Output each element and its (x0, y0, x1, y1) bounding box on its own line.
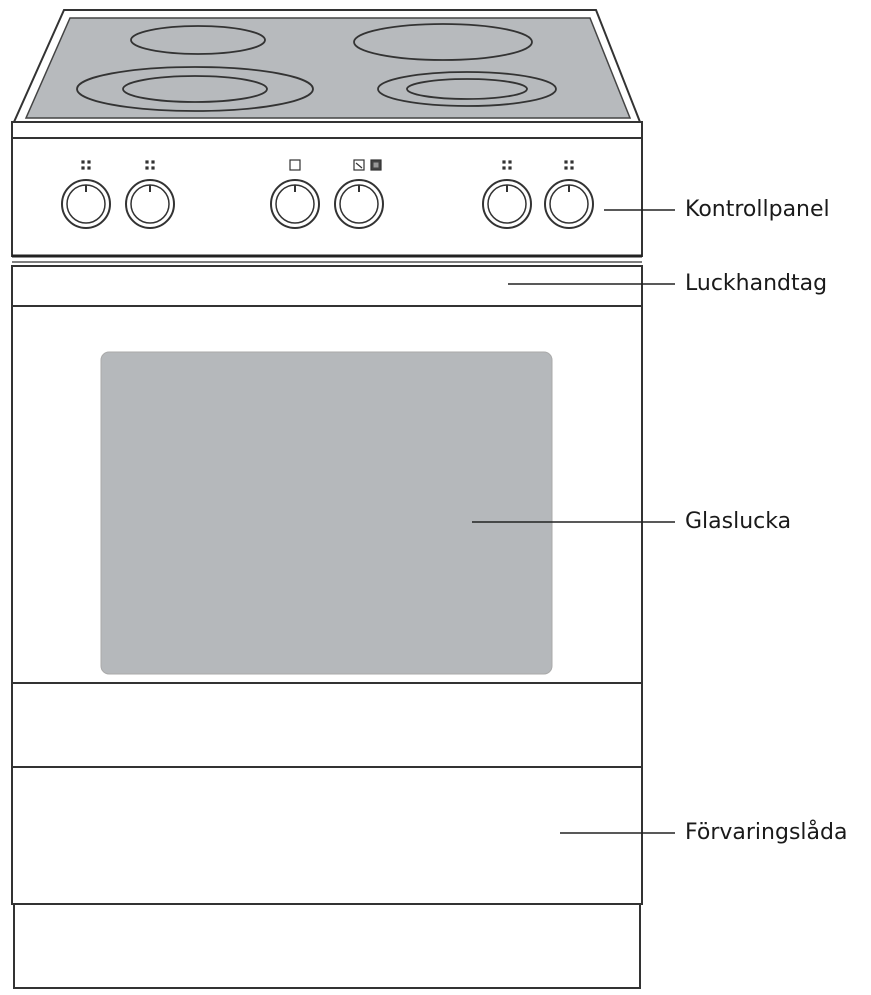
cooking-zone-front-right (377, 71, 557, 107)
control-panel (11, 137, 643, 263)
control-knob[interactable] (270, 179, 320, 229)
control-knob[interactable] (544, 179, 594, 229)
oven-door (11, 305, 643, 684)
dual-zone-icon (145, 160, 155, 170)
cooking-zone-front-right-inner (406, 78, 528, 100)
dual-zone-icon (564, 160, 574, 170)
oven-light-icon (289, 159, 301, 171)
dual-zone-icon (81, 160, 91, 170)
label-glass-door: Glaslucka (685, 509, 791, 534)
door-handle-bar (11, 265, 643, 307)
cooktop-front-edge (11, 121, 643, 139)
cooking-zone-front-left-inner (122, 75, 268, 103)
storage-drawer-front (11, 766, 643, 905)
control-knob[interactable] (482, 179, 532, 229)
label-storage-drawer: Förvaringslåda (685, 819, 847, 845)
dual-zone-icon (502, 160, 512, 170)
label-door-handle: Luckhandtag (685, 271, 827, 296)
control-panel-body (11, 137, 643, 257)
oven-window (100, 351, 553, 675)
control-knob[interactable] (125, 179, 175, 229)
control-knob[interactable] (334, 179, 384, 229)
control-knob[interactable] (61, 179, 111, 229)
cooking-zone-front-left (76, 66, 314, 112)
grill-icon (353, 159, 382, 171)
cooktop (11, 9, 643, 139)
stove-plinth (13, 903, 641, 989)
oven-door-bottom-panel (11, 682, 643, 768)
cooking-zone-back-right (353, 23, 533, 61)
storage-drawer (11, 766, 643, 905)
cooktop-glass (24, 17, 632, 119)
cooking-zone-back-left (130, 25, 266, 55)
door-handle (11, 265, 643, 307)
label-control-panel: Kontrollpanel (685, 197, 830, 222)
